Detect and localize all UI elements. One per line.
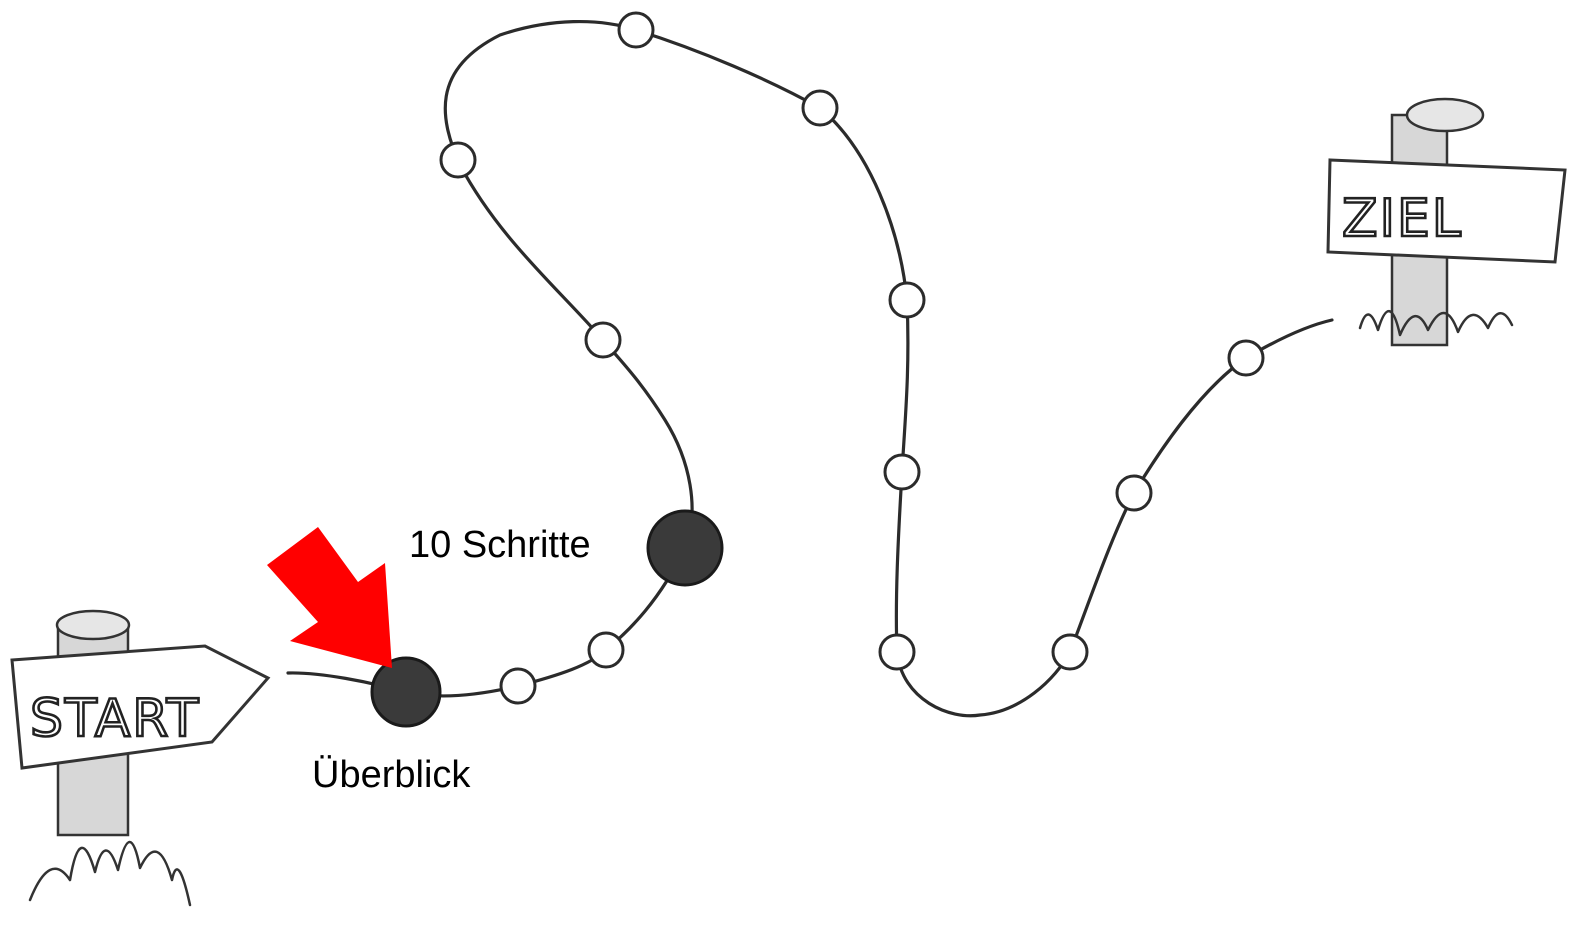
step-markers xyxy=(439,11,1265,705)
goal-sign-board xyxy=(1326,158,1567,264)
step-marker xyxy=(883,453,921,491)
start-signpost: START xyxy=(10,609,271,907)
goal-grass xyxy=(1358,309,1514,337)
journey-path xyxy=(286,20,1334,718)
goal-signpost: ZIEL xyxy=(1326,97,1567,347)
milestone-schritte xyxy=(646,509,724,587)
goal-sign-text: ZIEL xyxy=(1342,189,1463,249)
step-marker xyxy=(888,281,926,319)
step-marker xyxy=(587,631,625,669)
start-post-top xyxy=(55,609,131,641)
start-grass xyxy=(28,840,192,907)
step-marker xyxy=(1051,633,1089,671)
goal-post-top xyxy=(1405,97,1485,133)
label-ueberblick: Überblick xyxy=(312,754,471,796)
step-marker xyxy=(439,141,477,179)
step-marker xyxy=(499,667,537,705)
start-sign-text: START xyxy=(30,689,200,749)
step-marker xyxy=(878,633,916,671)
step-marker xyxy=(1115,474,1153,512)
start-sign-board xyxy=(10,644,271,770)
label-schritte: 10 Schritte xyxy=(409,524,591,566)
step-marker xyxy=(584,321,622,359)
red-arrow-icon xyxy=(267,527,392,668)
milestone-ueberblick xyxy=(370,656,442,728)
step-marker xyxy=(801,89,839,127)
step-marker xyxy=(617,11,655,49)
step-marker xyxy=(1227,339,1265,377)
